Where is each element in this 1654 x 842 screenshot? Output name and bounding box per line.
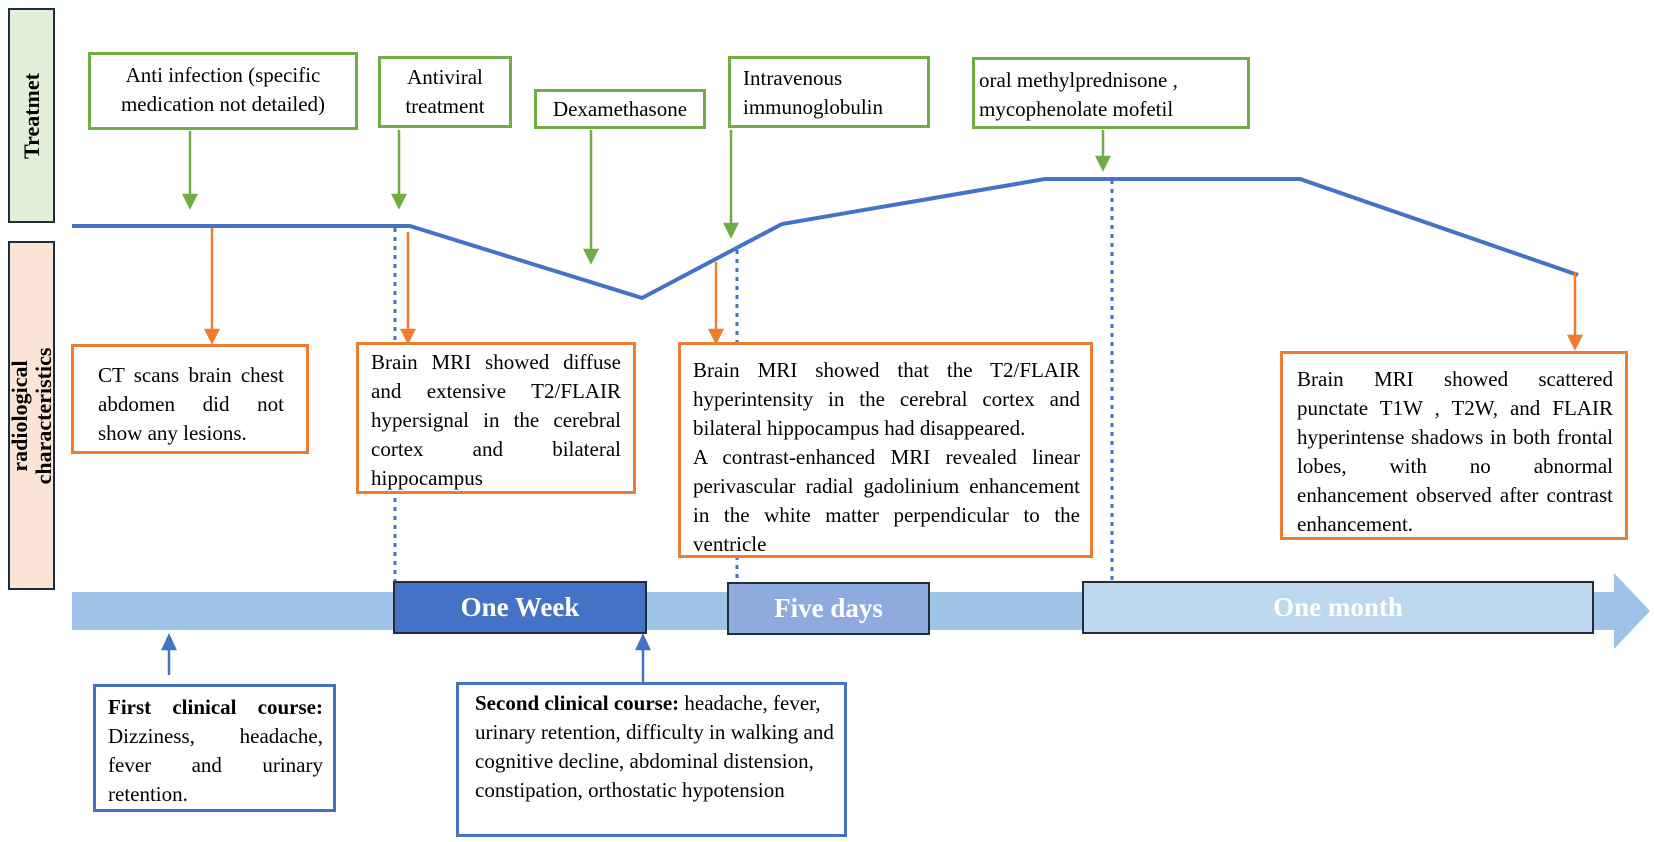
mri-third-text: Brain MRI showed scattered punctate T1W …	[1297, 367, 1613, 536]
one-month-period: One month	[1082, 581, 1594, 634]
oral-medication-line2: mycophenolate mofetil	[979, 97, 1174, 121]
ct-scan-text: CT scans brain chest abdomen did not sho…	[98, 363, 284, 445]
treatment-label-text: Treatmet	[18, 72, 44, 159]
ivig-box: Intravenous immunoglobulin	[728, 56, 930, 128]
dexamethasone-box: Dexamethasone	[534, 89, 706, 129]
radiological-side-label: radiological characteristics	[6, 241, 56, 590]
five-days-label: Five days	[774, 593, 883, 623]
dexamethasone-text: Dexamethasone	[552, 97, 688, 121]
ivig-text: Intravenous immunoglobulin	[743, 66, 884, 119]
first-clinical-course-text: Dizziness, headache, fever and urinary r…	[108, 724, 323, 806]
second-clinical-course-box: Second clinical course: headache, fever,…	[456, 682, 847, 837]
second-clinical-course-title: Second clinical course:	[475, 691, 680, 715]
second-clinical-course-text: headache, fever, urinary retention, diff…	[475, 691, 834, 802]
antiviral-box: Antiviral treatment	[378, 56, 512, 128]
anti-infection-text: Anti infection (specific medication not …	[120, 63, 326, 116]
mri-third-box: Brain MRI showed scattered punctate T1W …	[1280, 351, 1628, 540]
oral-medication-line1: oral methylprednisone ,	[979, 68, 1178, 92]
antiviral-text: Antiviral treatment	[405, 65, 485, 118]
five-days-period: Five days	[727, 582, 930, 635]
mri-second-text-1: Brain MRI showed that the T2/FLAIR hyper…	[693, 358, 1080, 440]
radiological-label-line1: radiological	[6, 359, 32, 472]
ct-scan-box: CT scans brain chest abdomen did not sho…	[71, 344, 309, 454]
one-week-label: One Week	[460, 592, 580, 622]
mri-second-box: Brain MRI showed that the T2/FLAIR hyper…	[678, 342, 1093, 558]
one-month-label: One month	[1273, 592, 1403, 622]
first-clinical-course-box: First clinical course: Dizziness, headac…	[93, 684, 336, 812]
one-week-period: One Week	[393, 581, 647, 634]
anti-infection-box: Anti infection (specific medication not …	[88, 52, 358, 130]
mri-first-box: Brain MRI showed diffuse and extensive T…	[356, 342, 636, 494]
disease-course-line	[72, 177, 1579, 301]
mri-first-text: Brain MRI showed diffuse and extensive T…	[371, 350, 621, 490]
oral-medication-box: oral methylprednisone , mycophenolate mo…	[972, 57, 1250, 129]
treatment-side-label: Treatmet	[8, 8, 55, 223]
first-clinical-course-title: First clinical course:	[108, 695, 323, 719]
radiological-label-line2: characteristics	[30, 347, 56, 484]
radiological-label-text: radiological characteristics	[6, 347, 56, 484]
mri-second-text-2: A contrast-enhanced MRI revealed linear …	[693, 445, 1080, 556]
